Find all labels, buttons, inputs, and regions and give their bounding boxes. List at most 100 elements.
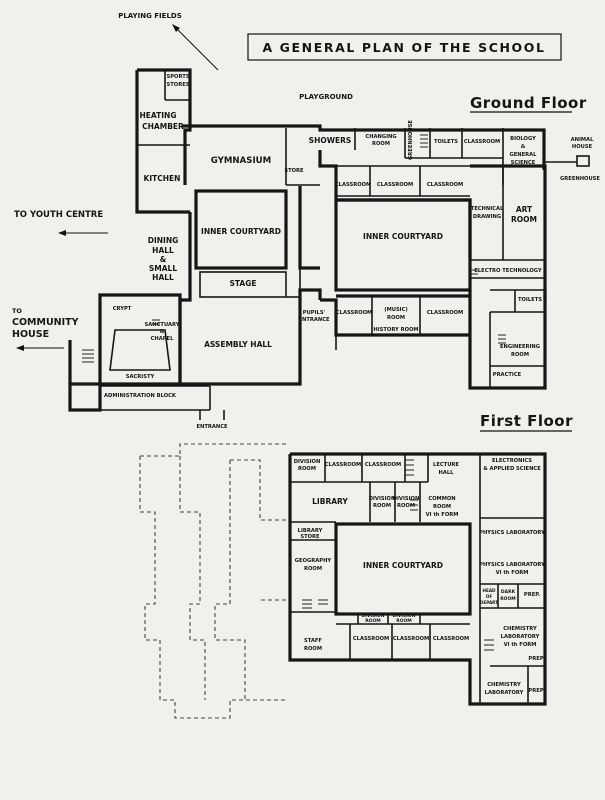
svg-text:ROOM: ROOM <box>397 503 415 509</box>
svg-text:SMALL: SMALL <box>149 264 177 273</box>
classroom-top-label: CLASSROOM <box>464 139 500 145</box>
svg-text:HALL: HALL <box>152 246 174 255</box>
svg-text:DRAWING: DRAWING <box>473 214 501 220</box>
first-floor-labels: DIVISION ROOM CLASSROOM CLASSROOM LECTUR… <box>294 458 545 696</box>
stage-label: STAGE <box>229 279 256 288</box>
svg-text:VI th FORM: VI th FORM <box>504 642 537 648</box>
ff-classroom-3-label: CLASSROOM <box>353 636 389 642</box>
practice-label: PRACTICE <box>493 372 522 378</box>
entrance-label: ENTRANCE <box>196 424 228 430</box>
toilets-2-label: TOILETS <box>518 297 542 303</box>
history-room-label: HISTORY ROOM <box>373 327 418 333</box>
assembly-hall-label: ASSEMBLY HALL <box>204 340 272 349</box>
ff-chemistry-lab-label: CHEMISTRY <box>487 682 521 688</box>
greenhouse-label: GREENHOUSE <box>560 176 600 182</box>
playing-fields-arrow <box>172 24 219 71</box>
svg-text:ROOM: ROOM <box>365 618 381 624</box>
ff-geography-label: GEOGRAPHY <box>295 558 332 564</box>
svg-text:ROOM: ROOM <box>500 596 516 602</box>
gymnasium-label: GYMNASIUM <box>211 156 271 166</box>
svg-text:VI th FORM: VI th FORM <box>426 512 459 518</box>
svg-text:HALL: HALL <box>439 470 455 476</box>
ff-prep-3-label: PREP <box>528 688 543 694</box>
inner-courtyard-west-label: INNER COURTYARD <box>201 227 281 236</box>
svg-text:&: & <box>160 329 165 335</box>
ff-inner-courtyard-label: INNER COURTYARD <box>363 561 443 570</box>
svg-text:ROOM: ROOM <box>433 504 451 510</box>
classroom-a-label: CLASSROOM <box>335 182 371 188</box>
svg-text:STORES: STORES <box>167 82 190 88</box>
ff-classroom-5-label: CLASSROOM <box>433 636 469 642</box>
sanctuary-label: SANCTUARY <box>145 322 180 328</box>
classroom-d-label: CLASSROOM <box>336 310 372 316</box>
svg-text:&: & <box>160 255 167 264</box>
svg-text:ROOM: ROOM <box>387 315 405 321</box>
svg-text:GENERAL: GENERAL <box>509 152 537 158</box>
classroom-b-label: CLASSROOM <box>377 182 413 188</box>
classroom-e-label: CLASSROOM <box>427 310 463 316</box>
first-floor-heading: First Floor <box>480 412 573 430</box>
animal-house-label: ANIMAL <box>571 137 594 143</box>
inner-courtyard-east-label: INNER COURTYARD <box>363 232 443 241</box>
ff-electronics-label: ELECTRONICS <box>492 458 532 464</box>
plan-title: A GENERAL PLAN OF THE SCHOOL <box>262 40 545 55</box>
ground-floor-plan <box>68 68 590 420</box>
ff-library-store-label: LIBRARY <box>298 528 323 534</box>
kitchen-label: KITCHEN <box>144 174 181 183</box>
svg-text:OF: OF <box>486 594 493 599</box>
ground-floor-heading: Ground Floor <box>470 94 587 112</box>
svg-text:&: & <box>521 144 526 150</box>
first-floor-plan <box>288 452 547 706</box>
biology-label: BIOLOGY <box>510 136 536 142</box>
ground-floor-labels: SPORTS STORES HEATING CHAMBER KITCHEN DI… <box>104 74 600 430</box>
svg-text:ROOM: ROOM <box>511 352 529 358</box>
music-room-label: (MUSIC) <box>384 307 408 313</box>
community-label-1: COMMUNITY <box>12 317 79 328</box>
ff-division-2-label: DIVISION <box>369 496 396 502</box>
playground-label: PLAYGROUND <box>299 93 353 101</box>
youth-centre-arrow <box>58 230 108 236</box>
youth-centre-label: TO YOUTH CENTRE <box>14 210 103 220</box>
svg-text:ROOM: ROOM <box>304 646 322 652</box>
ff-division-1-label: DIVISION <box>294 459 321 465</box>
pupils-entrance-label: PUPILS' <box>303 310 326 316</box>
dining-hall-label: DINING <box>148 236 179 245</box>
svg-text:ROOM: ROOM <box>304 566 322 572</box>
administration-block-label: ADMINISTRATION BLOCK <box>104 393 177 399</box>
ff-common-room-label: COMMON <box>428 496 455 502</box>
svg-text:ROOM: ROOM <box>372 141 390 147</box>
ff-library-label: LIBRARY <box>312 497 348 506</box>
svg-text:CHAPEL: CHAPEL <box>151 336 175 342</box>
svg-text:ENTRANCE: ENTRANCE <box>298 317 330 323</box>
ff-division-5-label: DIVISION <box>392 613 415 619</box>
ff-classroom-4-label: CLASSROOM <box>393 636 429 642</box>
ff-division-4-label: DIVISION <box>361 613 384 619</box>
svg-text:VI th FORM: VI th FORM <box>496 570 529 576</box>
ff-dark-room-label: DARK <box>501 589 516 595</box>
engineering-room-label: ENGINEERING <box>500 344 540 350</box>
community-to: TO <box>12 307 22 315</box>
svg-text:DEPART: DEPART <box>480 600 498 605</box>
sports-stores-label: SPORTS <box>167 74 190 80</box>
svg-text:CHAMBER: CHAMBER <box>142 122 184 131</box>
ff-physics-6-label: PHYSICS LABORATORY <box>479 562 545 568</box>
ff-prep-1-label: PREP. <box>524 592 540 598</box>
svg-text:ROOM: ROOM <box>373 503 391 509</box>
classroom-c-label: CLASSROOM <box>427 182 463 188</box>
ff-prep-2-label: PREP <box>528 656 543 662</box>
showers-label: SHOWERS <box>309 136 352 145</box>
svg-text:STORE: STORE <box>300 534 320 540</box>
community-label-2: HOUSE <box>12 329 49 340</box>
technical-drawing-label: TECHNICAL <box>471 206 504 212</box>
dashed-outline <box>139 443 286 719</box>
greenhouse-small-label: GREENHOUSE <box>408 120 414 160</box>
svg-text:HOUSE: HOUSE <box>572 144 593 150</box>
svg-text:& APPLIED SCIENCE: & APPLIED SCIENCE <box>483 466 541 472</box>
heating-chamber-label: HEATING <box>140 111 177 120</box>
store-label: STORE <box>284 168 304 174</box>
ff-classroom-2-label: CLASSROOM <box>365 462 401 468</box>
ff-division-3-label: DIVISION <box>393 496 420 502</box>
ff-chemistry-6-label: CHEMISTRY <box>503 626 537 632</box>
sacristy-label: SACRISTY <box>126 374 155 380</box>
ff-physics-lab-label: PHYSICS LABORATORY <box>479 530 545 536</box>
